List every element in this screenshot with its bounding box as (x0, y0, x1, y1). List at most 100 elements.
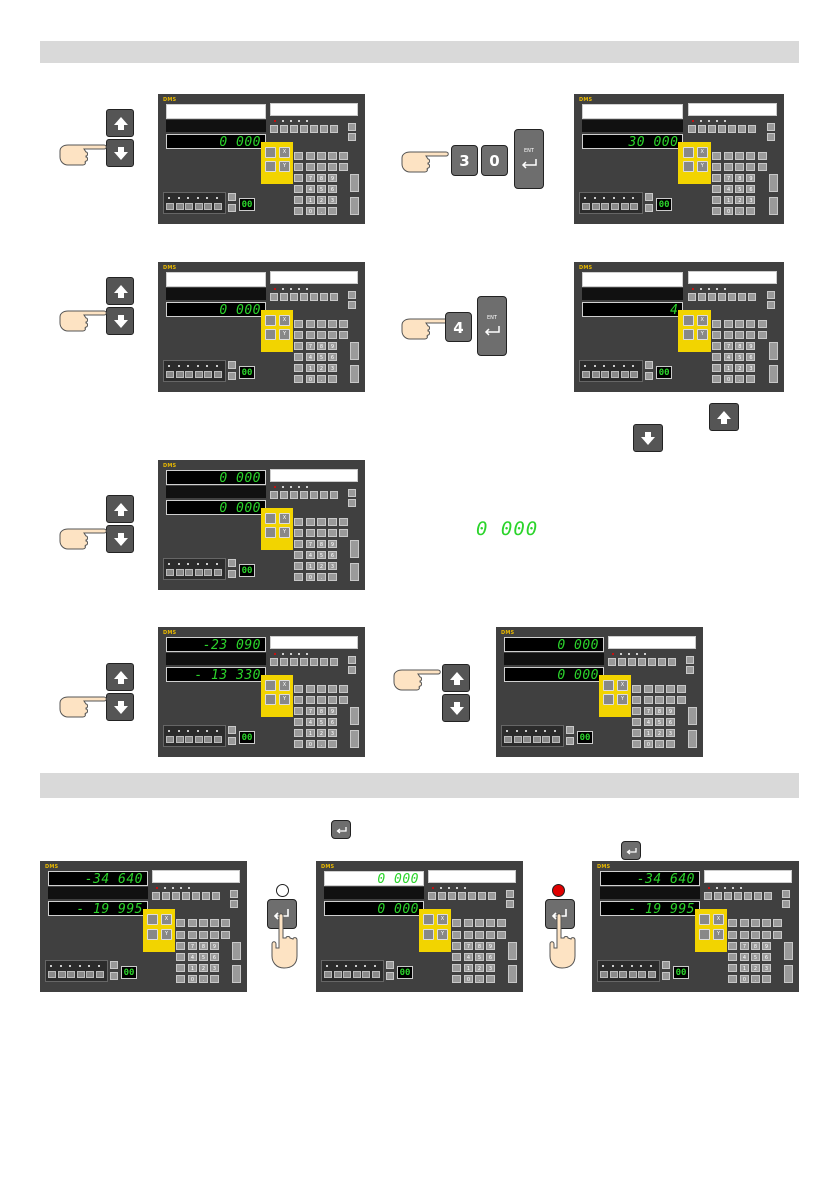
mode-key[interactable] (711, 331, 722, 339)
keypad-key[interactable]: 0 (644, 740, 653, 748)
keypad-key[interactable] (306, 163, 315, 171)
plus-key[interactable] (232, 941, 241, 960)
mode-key[interactable] (711, 364, 722, 372)
down-key[interactable] (348, 499, 356, 507)
function-key[interactable] (300, 491, 308, 499)
keypad-key[interactable]: 7 (644, 707, 653, 715)
function-key[interactable] (618, 658, 626, 666)
softkey[interactable] (213, 736, 222, 743)
keypad-key[interactable]: 1 (724, 196, 734, 204)
function-key[interactable] (192, 892, 200, 901)
axis-zero-key[interactable] (682, 315, 694, 326)
mode-key[interactable] (294, 729, 303, 737)
mode-key[interactable] (294, 342, 303, 350)
keypad-key[interactable] (328, 573, 337, 581)
keypad-key[interactable] (317, 685, 326, 693)
keypad-key[interactable]: 4 (188, 952, 197, 961)
axis-key-x[interactable]: X (279, 147, 290, 158)
softkey[interactable] (638, 970, 646, 978)
function-key[interactable] (300, 125, 308, 133)
mode-key[interactable] (294, 707, 303, 715)
keypad-key[interactable]: 4 (306, 353, 315, 361)
keypad-key[interactable]: 3 (210, 963, 219, 972)
axis-zero-key[interactable] (699, 928, 710, 940)
softkey[interactable] (204, 569, 212, 576)
keypad-key[interactable]: . (475, 974, 484, 983)
function-key[interactable] (202, 892, 210, 901)
keypad-key[interactable] (328, 331, 337, 339)
keypad-key[interactable]: 0 (464, 974, 473, 983)
keypad-key[interactable]: 5 (317, 185, 326, 193)
keypad-key[interactable]: 4 (644, 718, 653, 726)
keypad-key[interactable]: 8 (735, 342, 745, 350)
mode-key[interactable] (728, 930, 737, 939)
mode-key[interactable] (294, 696, 303, 704)
axis-key-y[interactable]: Y (161, 928, 172, 940)
keypad-key[interactable]: 2 (317, 729, 326, 737)
axis-key-y[interactable]: Y (696, 161, 708, 172)
enter-small-key[interactable] (232, 964, 241, 983)
keypad-key[interactable]: 3 (762, 963, 771, 972)
keypad-key[interactable] (339, 518, 348, 526)
down-key[interactable] (348, 666, 356, 674)
keypad-key[interactable]: 4 (740, 952, 749, 961)
down-arrow-button[interactable] (633, 424, 663, 452)
keypad-key[interactable] (677, 685, 686, 693)
keypad-key[interactable]: 2 (317, 364, 326, 372)
function-key[interactable] (728, 125, 737, 133)
keypad-key[interactable] (724, 320, 734, 328)
keypad-key[interactable]: 3 (328, 729, 337, 737)
function-key[interactable] (658, 658, 666, 666)
keypad-key[interactable] (762, 974, 771, 983)
function-key[interactable] (638, 658, 646, 666)
keypad-key[interactable]: 8 (317, 540, 326, 548)
mode-key[interactable] (176, 952, 185, 961)
keypad-key[interactable]: 1 (464, 963, 473, 972)
keypad-key[interactable]: 7 (306, 707, 315, 715)
mode-key[interactable] (728, 974, 737, 983)
function-key[interactable] (628, 658, 636, 666)
keypad-key[interactable]: 0 (306, 573, 315, 581)
keypad-key[interactable]: 6 (328, 353, 337, 361)
mode-key[interactable] (294, 353, 303, 361)
keypad-key[interactable] (644, 696, 653, 704)
softkey[interactable] (591, 203, 600, 210)
softkey[interactable] (175, 371, 184, 378)
keypad-key[interactable]: 8 (655, 707, 664, 715)
keypad-key[interactable]: . (317, 740, 326, 748)
keypad-key[interactable] (339, 529, 348, 537)
function-key[interactable] (280, 125, 288, 133)
function-key[interactable] (608, 658, 616, 666)
keypad-key[interactable] (724, 163, 734, 171)
keypad-key[interactable]: 6 (210, 952, 219, 961)
keypad-key[interactable]: 3 (328, 196, 337, 204)
keypad-key[interactable] (210, 974, 219, 983)
keypad-key[interactable]: 7 (306, 540, 315, 548)
keypad-key[interactable] (317, 320, 326, 328)
keypad-key[interactable]: . (751, 974, 760, 983)
function-key[interactable] (707, 293, 716, 301)
down-key[interactable] (230, 900, 238, 909)
key-0[interactable]: 0 (481, 145, 508, 176)
keypad-key[interactable] (757, 163, 767, 171)
function-key[interactable] (320, 491, 328, 499)
softkey[interactable] (185, 569, 193, 576)
keypad-key[interactable]: 2 (655, 729, 664, 737)
function-key[interactable] (707, 125, 716, 133)
softkey[interactable] (194, 569, 203, 576)
mode-key[interactable] (294, 740, 303, 748)
mode-key[interactable] (294, 364, 303, 372)
mode-key[interactable] (711, 375, 722, 383)
up-key[interactable] (782, 890, 790, 899)
mode-key[interactable] (632, 729, 641, 737)
axis-key-x[interactable]: X (713, 914, 724, 926)
keypad-key[interactable]: 6 (328, 551, 337, 559)
keypad-key[interactable] (328, 696, 337, 704)
function-key[interactable] (270, 658, 278, 666)
function-key[interactable] (152, 892, 160, 901)
keypad-key[interactable]: 3 (486, 963, 495, 972)
keypad-key[interactable] (475, 930, 484, 939)
keypad-key[interactable]: 9 (746, 174, 756, 182)
keypad-key[interactable] (339, 696, 348, 704)
softkey[interactable] (95, 970, 104, 978)
